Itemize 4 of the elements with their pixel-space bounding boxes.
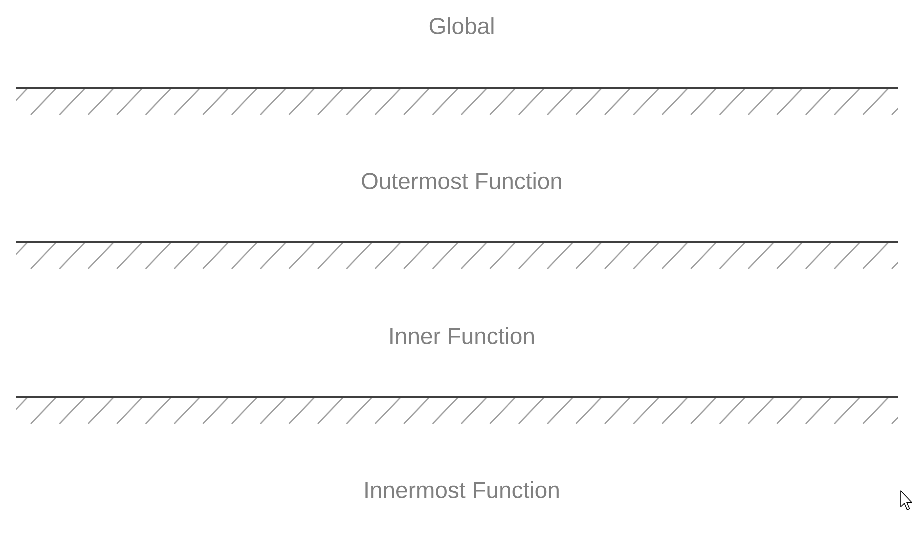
scope-label: Inner Function [390, 328, 534, 344]
scope-label: Innermost Function [366, 482, 559, 498]
scope-label: Global [430, 18, 494, 34]
scope-label: Outermost Function [362, 172, 562, 190]
